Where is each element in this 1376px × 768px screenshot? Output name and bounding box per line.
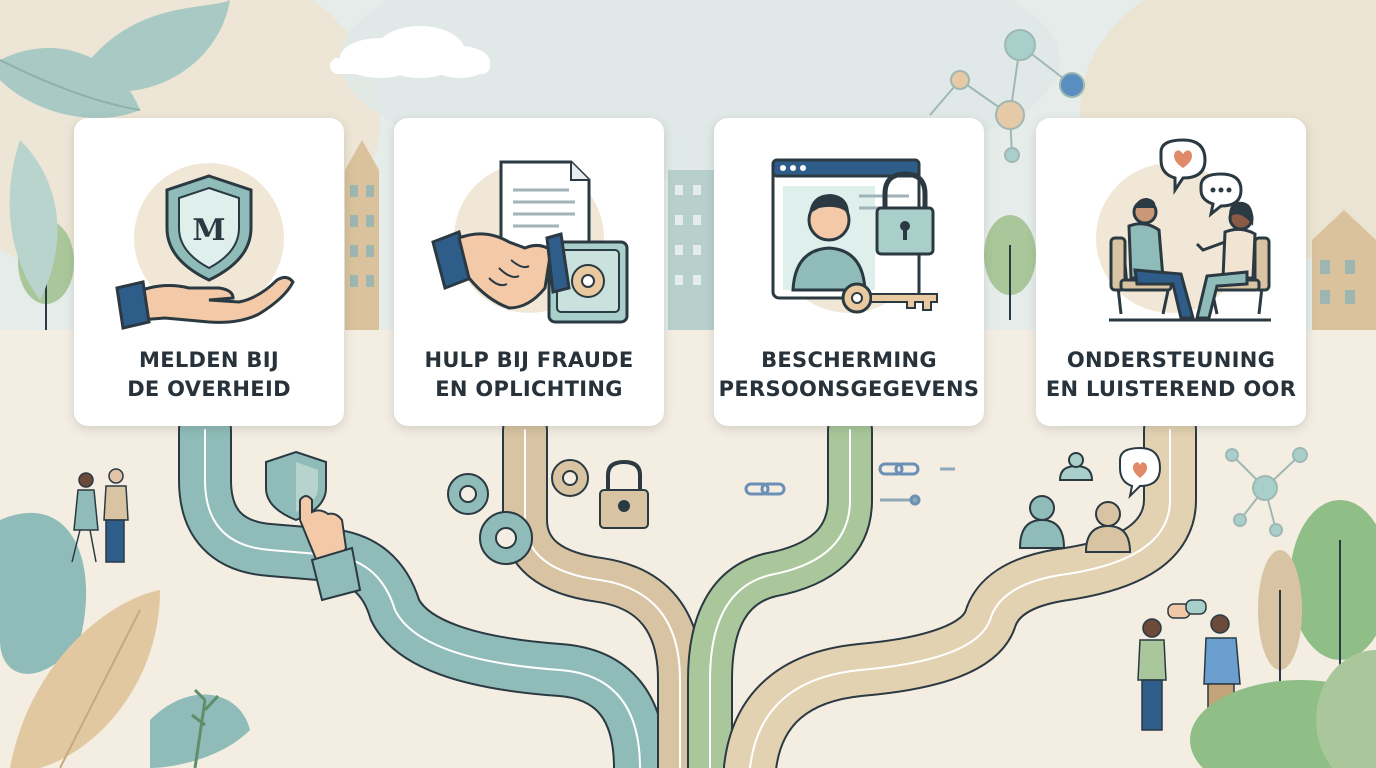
handshake-safe-icon bbox=[431, 160, 629, 324]
step-card-fraude: HULP BIJ FRAUDE EN OPLICHTING bbox=[394, 118, 664, 426]
background-trees bbox=[18, 215, 1376, 700]
conversation-icon bbox=[1096, 138, 1271, 322]
buildings bbox=[345, 140, 1376, 330]
step-label-line2: EN OPLICHTING bbox=[435, 377, 623, 401]
step-label-line2: PERSOONSGEGEVENS bbox=[718, 377, 980, 401]
support-group-decoration bbox=[1018, 446, 1162, 553]
shield-letter: M bbox=[192, 213, 225, 248]
step-card-melden: M MELDEN BIJ DE OVERHEID bbox=[74, 118, 344, 426]
step-label-line2: DE OVERHEID bbox=[127, 377, 291, 401]
network-decoration bbox=[929, 29, 1308, 537]
step-label: BESCHERMING PERSOONSGEGEVENS bbox=[714, 346, 984, 404]
cloud bbox=[330, 26, 490, 78]
step-label-line1: BESCHERMING bbox=[761, 348, 937, 372]
foreground-bushes bbox=[191, 650, 1376, 768]
step-label-line2: EN LUISTEREND OOR bbox=[1045, 377, 1297, 401]
step-label-line1: ONDERSTEUNING bbox=[1066, 348, 1276, 372]
shield-pointer-decoration bbox=[265, 450, 362, 602]
profile-lock-icon bbox=[771, 158, 938, 314]
step-label-line1: HULP BIJ FRAUDE bbox=[424, 348, 634, 372]
shield-hand-icon: M bbox=[115, 163, 295, 330]
chain-links-decoration bbox=[744, 462, 955, 506]
leaves-left bbox=[0, 0, 250, 768]
step-label: HULP BIJ FRAUDE EN OPLICHTING bbox=[394, 346, 664, 404]
step-label: ONDERSTEUNING EN LUISTEREND OOR bbox=[1036, 346, 1306, 404]
step-card-ondersteuning: ONDERSTEUNING EN LUISTEREND OOR bbox=[1036, 118, 1306, 426]
gears-lock-decoration bbox=[447, 459, 649, 565]
step-label-line1: MELDEN BIJ bbox=[139, 348, 279, 372]
people-walking-left bbox=[71, 468, 129, 563]
step-label: MELDEN BIJ DE OVERHEID bbox=[74, 346, 344, 404]
step-card-gegevens: BESCHERMING PERSOONSGEGEVENS bbox=[714, 118, 984, 426]
